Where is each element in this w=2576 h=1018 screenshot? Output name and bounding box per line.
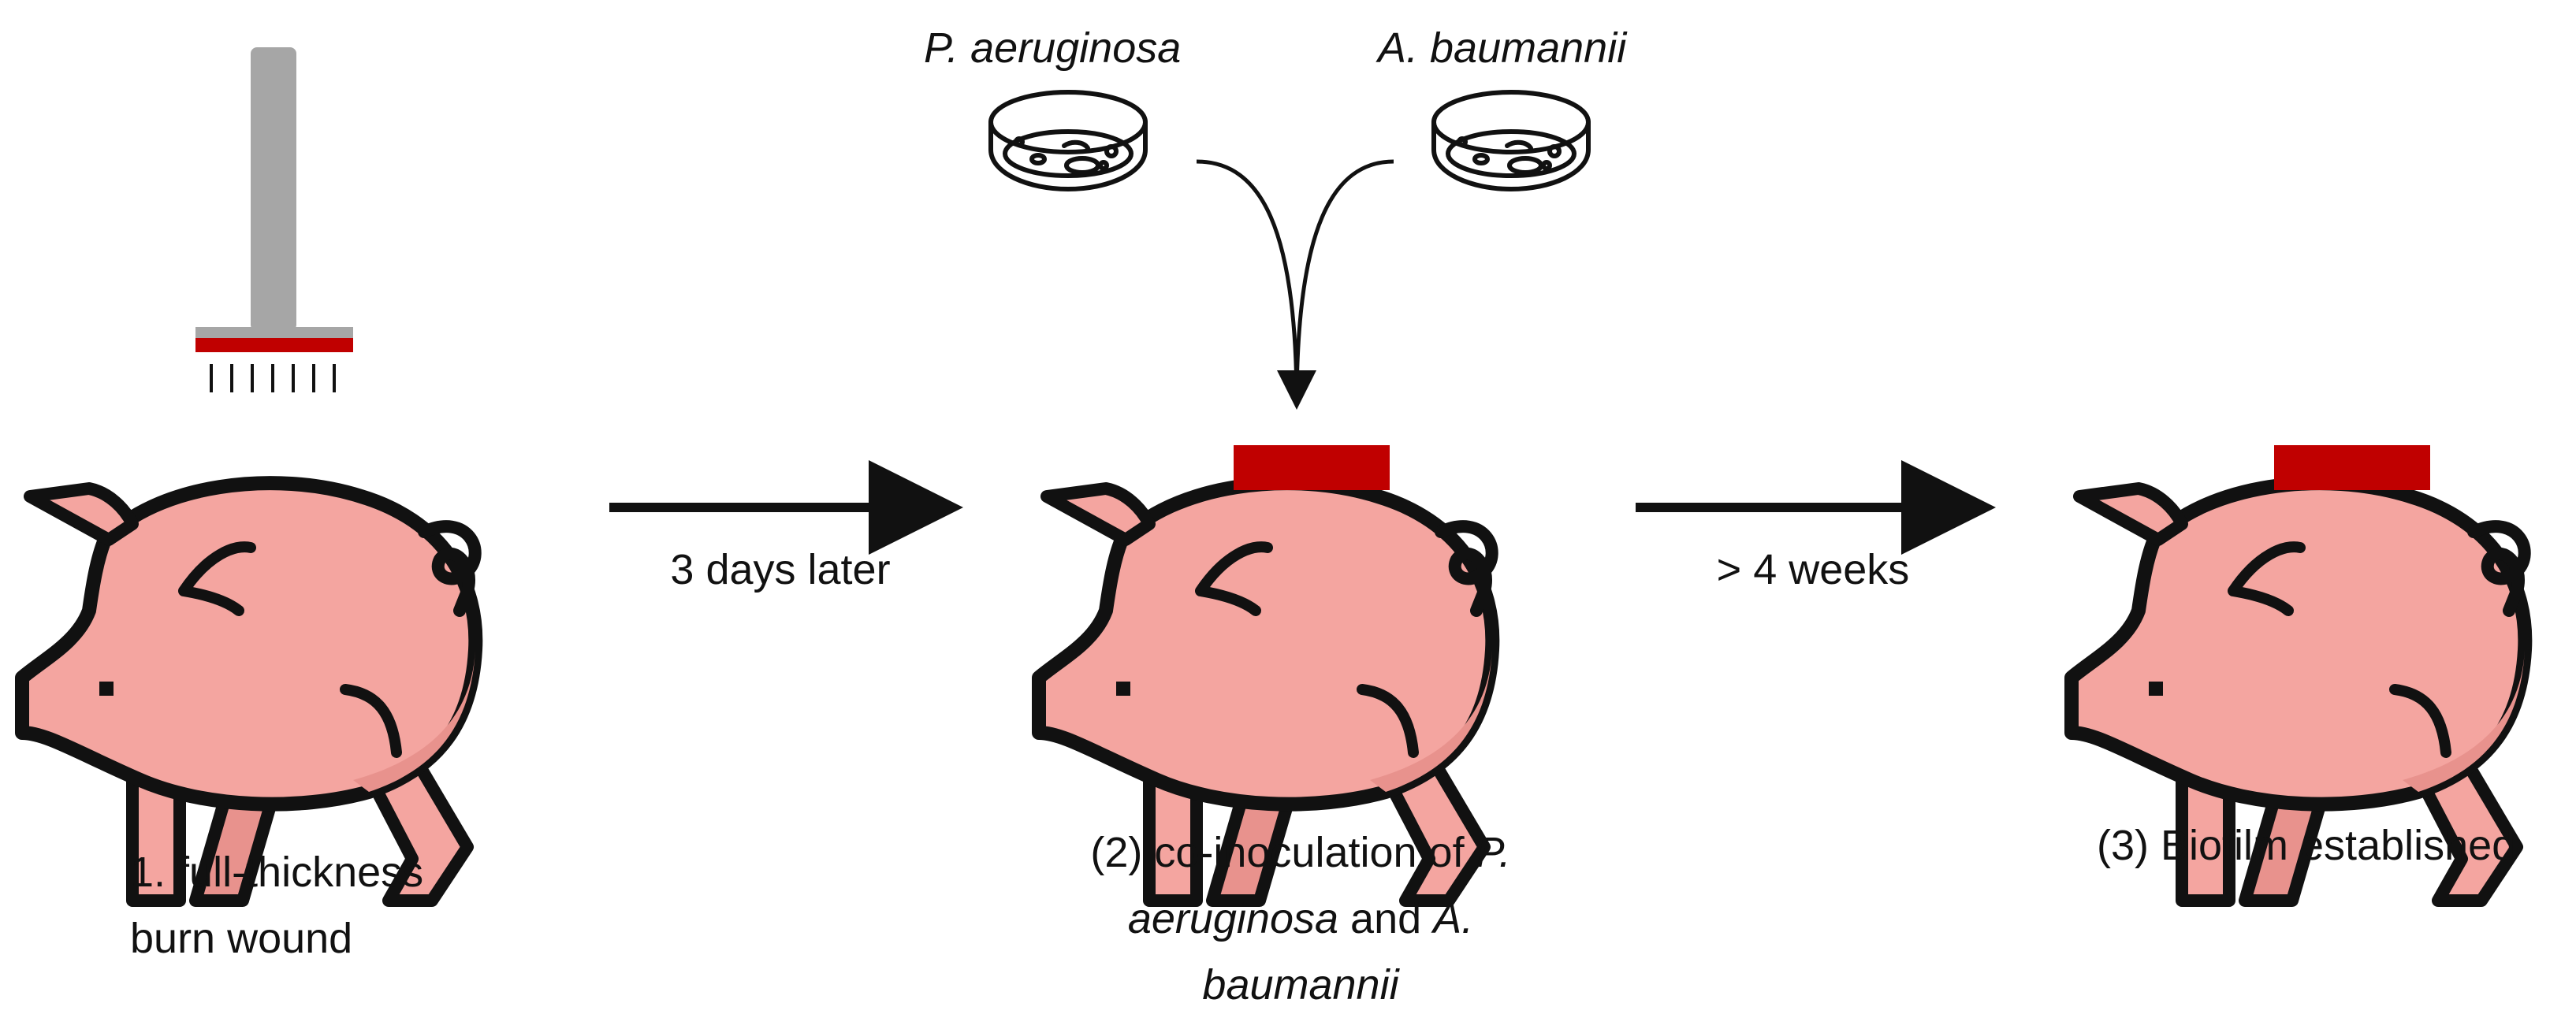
step2-text-f: baumannii [1202, 961, 1399, 1009]
step2-text-e: A. [1433, 895, 1474, 942]
step3-caption: (3) Biofilm established [2097, 822, 2516, 869]
wound-mark [1234, 445, 1390, 490]
pig-icon [22, 483, 475, 901]
step2-text-d: and [1338, 895, 1434, 942]
step2-text-a: (2) co-inoculation of [1090, 829, 1476, 876]
inoculation-arrow-right [1277, 159, 1394, 410]
step1-caption: 1. full-thickness burn wound [130, 839, 540, 972]
step1-caption-line2: burn wound [130, 915, 353, 962]
species-label-a-baumannii: A. baumannii [1378, 24, 1627, 72]
wound-mark [2274, 445, 2430, 490]
heated-brass-rod-icon [195, 47, 353, 392]
step2-text-b: P. [1476, 829, 1511, 876]
step2-text-c: aeruginosa [1127, 895, 1339, 942]
step2-caption: (2) co-inoculation of P. aeruginosa and … [1040, 819, 1561, 1018]
arrow-label-3-days: 3 days later [670, 546, 891, 593]
inoculation-arrow-left [1196, 159, 1299, 407]
petri-dish-icon [991, 92, 1145, 189]
step1-caption-line1: 1. full-thickness [130, 849, 424, 896]
arrow-label-4-weeks: > 4 weeks [1716, 546, 1910, 593]
species-label-p-aeruginosa: P. aeruginosa [924, 24, 1182, 72]
petri-dish-icon [1434, 92, 1588, 189]
